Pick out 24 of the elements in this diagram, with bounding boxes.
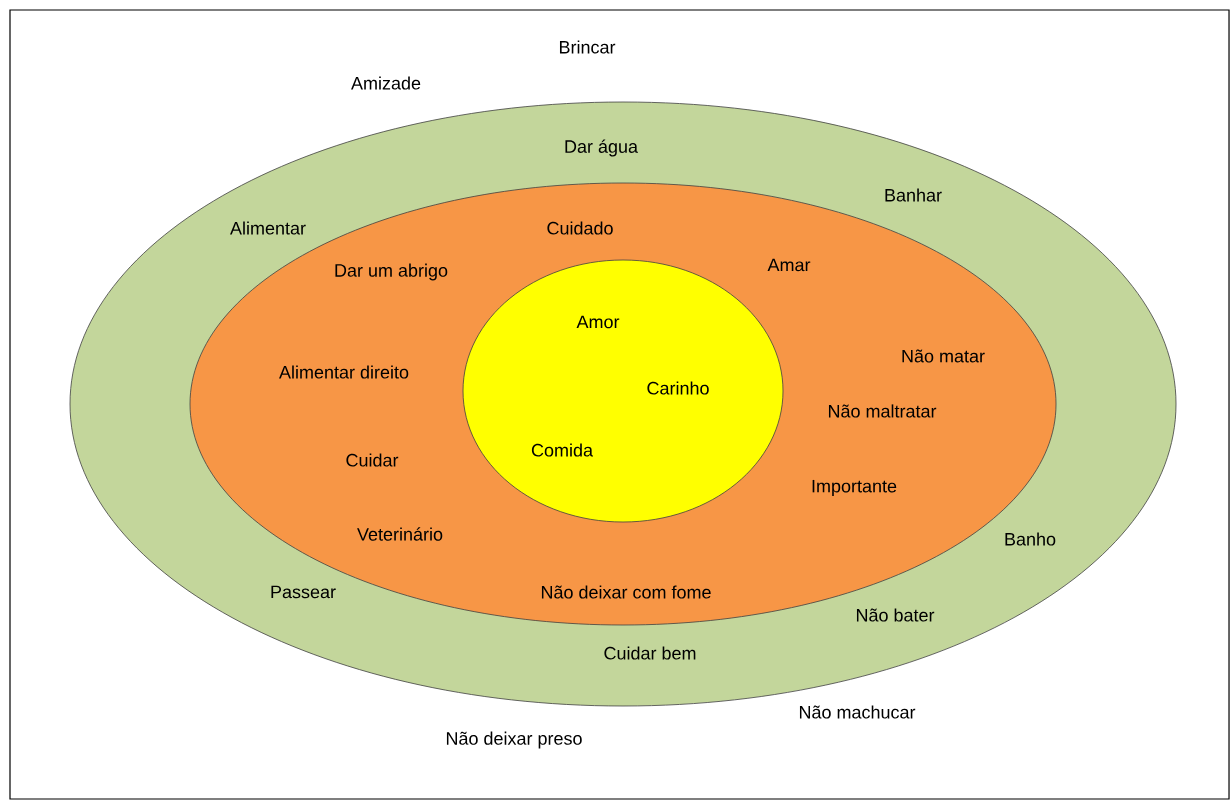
ring-label: Não deixar com fome: [541, 585, 711, 599]
ring-label: Importante: [812, 479, 897, 497]
ring-label: Banhar: [885, 188, 942, 202]
ring-label: Veterinário: [357, 527, 443, 541]
outer-label: Brincar: [560, 40, 616, 54]
ring-label: Comida: [531, 443, 593, 457]
ring-label: Não matar: [902, 349, 985, 363]
ring-label: Não bater: [856, 608, 935, 622]
ring-label: Amor: [576, 315, 620, 329]
ring-label: Alimentar: [230, 221, 306, 235]
ring-label: Alimentar direito: [279, 365, 409, 379]
ring-label: Carinho: [647, 381, 709, 395]
ring-label: Passear: [271, 585, 336, 599]
ring-label: Não maltratar: [828, 404, 937, 418]
ring-label: Dar um abrigo: [335, 263, 448, 281]
outer-label: Não machucar: [799, 705, 916, 719]
ring-label: Cuidado: [547, 221, 613, 235]
ring-label: Cuidar: [346, 453, 399, 467]
ring-label: Banho: [1005, 532, 1056, 546]
ring-label: Cuidar bem: [604, 646, 696, 660]
outer-label: Amizade: [351, 76, 421, 90]
outer-label: Não deixar preso: [446, 731, 582, 749]
ring-label: Dar água: [565, 139, 638, 157]
ring-label: Amar: [767, 258, 811, 272]
